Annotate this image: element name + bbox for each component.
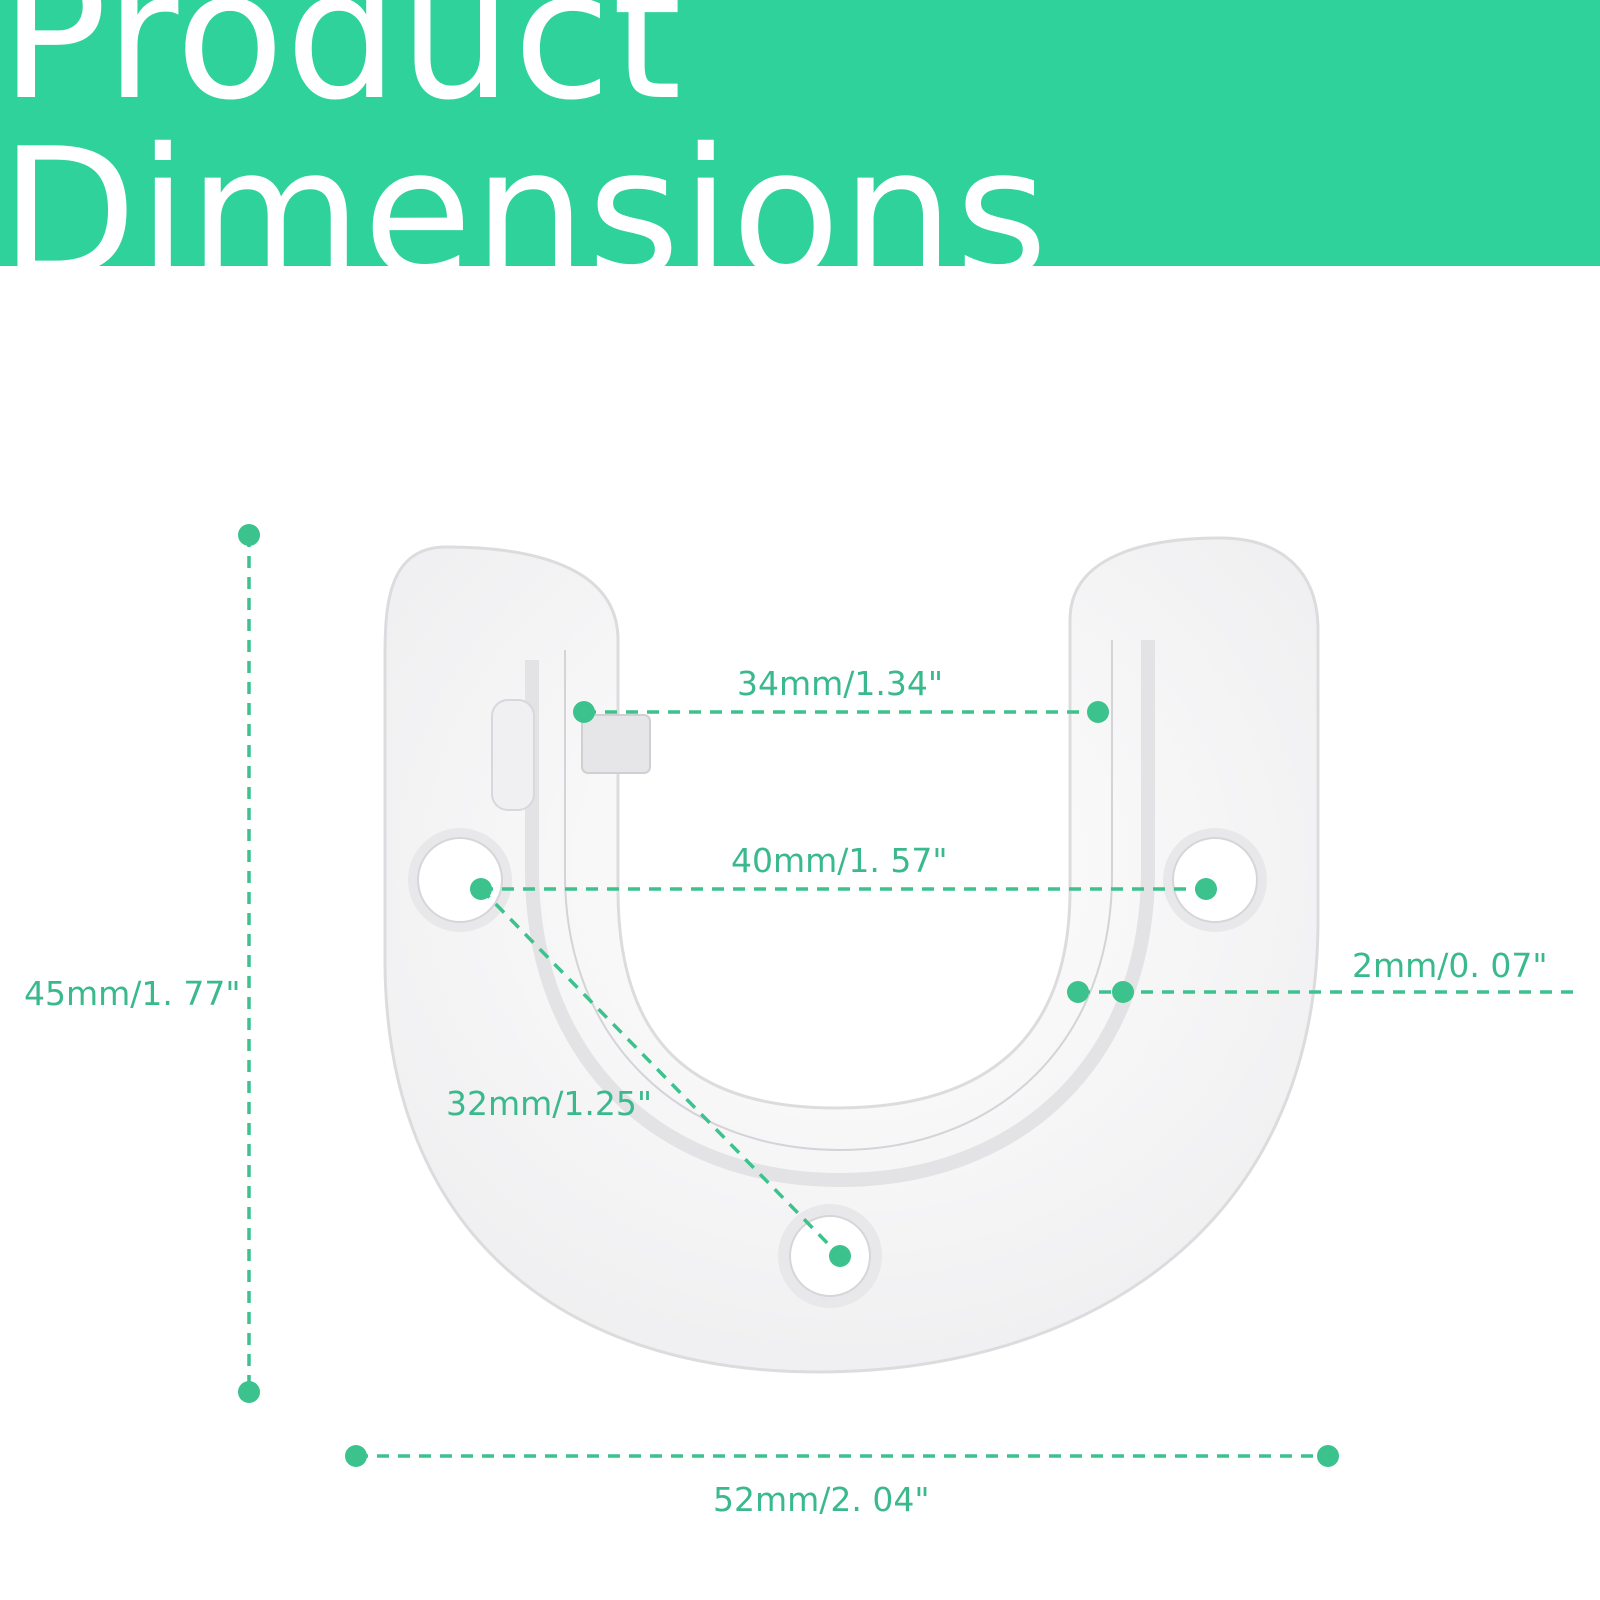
hole-to-bottom-label: 32mm/1.25" [446,1084,653,1123]
slot-left-dot [573,701,595,723]
width-right-dot [1317,1445,1339,1467]
hole-to-bottom-dimension-line [479,887,842,1258]
width-left-dot [345,1445,367,1467]
height-bottom-dot [238,1381,260,1403]
bracket-product [383,536,1320,1374]
bracket-channel [525,640,1155,1188]
thickness-inner-dot [1067,981,1089,1003]
slot-right-dot [1087,701,1109,723]
set-screw-thread [581,714,651,774]
width-label: 52mm/2. 04" [713,1480,930,1519]
thickness-label: 2mm/0. 07" [1352,946,1548,985]
hole-left-dot [470,878,492,900]
page-title: Product Dimensions [0,0,1049,317]
bracket-plate [383,536,1320,1374]
hole-right-dot [1195,878,1217,900]
hole-bottom-dot [829,1245,851,1267]
slot-width-label: 34mm/1.34" [737,664,944,703]
hole-spacing-label: 40mm/1. 57" [731,841,948,880]
header-banner: Product Dimensions [0,0,1600,303]
thickness-outer-dot [1112,981,1134,1003]
set-screw-head [491,699,535,811]
mounting-hole-right [1163,828,1267,932]
height-top-dot [238,524,260,546]
mounting-hole-left [408,828,512,932]
height-label: 45mm/1. 77" [24,974,241,1013]
